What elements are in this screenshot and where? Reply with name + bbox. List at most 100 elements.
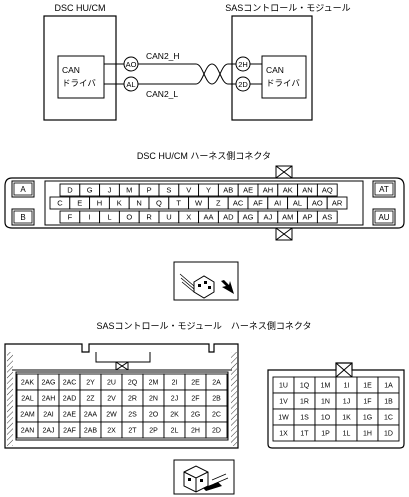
- pin-label: C: [57, 199, 63, 208]
- pin-label: AB: [223, 186, 233, 195]
- pin-cell: [377, 424, 400, 442]
- left-can-driver-line2: ドライバ: [62, 78, 96, 88]
- side-pin-outer: [11, 208, 35, 226]
- pin-label: 2AG: [41, 380, 55, 387]
- connector-pin: 2O: [142, 405, 165, 423]
- connector-pin: 1G: [356, 408, 379, 426]
- pin-label: 1K: [342, 415, 351, 422]
- pin-label: AD: [223, 213, 234, 222]
- pin-label: U: [166, 213, 171, 222]
- connector-pin: S: [158, 183, 180, 197]
- sas-connector-title: SASコントロール・モジュール ハーネス側コネクタ: [96, 320, 311, 331]
- pin-label: AC: [233, 199, 244, 208]
- pin-label: 2AK: [21, 380, 35, 387]
- connector-pin: 2AI: [37, 405, 60, 423]
- connector-pin: 2I: [163, 373, 186, 391]
- connector-pin: I: [79, 210, 101, 224]
- connector-pin: 2AA: [79, 405, 102, 423]
- connector-pin: 2S: [121, 405, 144, 423]
- sas-left-side-hatch-right: [231, 352, 237, 446]
- pin-label: 2W: [106, 412, 117, 419]
- pin-2d-label: 2D: [238, 80, 248, 89]
- side-pin-inner: [374, 210, 394, 224]
- connector-pin: 1A: [377, 376, 400, 394]
- side-pin-inner: [374, 182, 394, 196]
- left-can-driver-line1: CAN: [62, 65, 80, 75]
- connector-pin: 2AJ: [37, 421, 60, 439]
- pin-label: 1E: [363, 383, 372, 390]
- connector-pin: 2F: [184, 389, 207, 407]
- connector-pin: 1R: [293, 392, 316, 410]
- connector-pin: 2AN: [16, 421, 39, 439]
- connector-pin: R: [138, 210, 160, 224]
- pin-label: AS: [322, 213, 332, 222]
- pin-label: 1I: [344, 383, 350, 390]
- pin-cell: [326, 196, 348, 210]
- connector-pin: 1B: [377, 392, 400, 410]
- connector-pin: Y: [198, 183, 219, 197]
- pin-label: 1T: [300, 431, 309, 438]
- connector-pin: 2AC: [58, 373, 81, 391]
- pin-cell: [316, 183, 338, 197]
- can-high-label: CAN2_H: [146, 51, 180, 61]
- side-pin: AU: [372, 208, 396, 226]
- left-module-box: [43, 15, 117, 121]
- pin-ao-label: AO: [126, 60, 137, 69]
- connector-pin: 2AD: [58, 389, 81, 407]
- pin-label: G: [87, 186, 93, 195]
- pin-label: 2AH: [42, 396, 56, 403]
- pin-label: AK: [283, 186, 293, 195]
- side-pin-outer: [11, 180, 35, 198]
- connector-pin: K: [108, 196, 130, 210]
- connector-pin: AE: [237, 183, 259, 197]
- pin-label: 2K: [170, 412, 179, 419]
- connector-pin: AD: [217, 210, 239, 224]
- pin-label: 2J: [171, 396, 178, 403]
- sas-left-side-hatch-left: [7, 352, 13, 446]
- pin-label: 2M: [149, 380, 159, 387]
- side-pin-label: AT: [379, 185, 389, 194]
- sas-left-key-x2: [115, 361, 129, 371]
- connector-pin: 1F: [356, 392, 379, 410]
- pin-label: 2L: [171, 428, 179, 435]
- connector-pin: 2L: [163, 421, 186, 439]
- right-can-driver-box: [261, 55, 307, 99]
- pin-label: 2AB: [84, 428, 98, 435]
- connector-pin: 1N: [314, 392, 337, 410]
- connector-pin: 1L: [335, 424, 358, 442]
- side-pin: A: [11, 180, 35, 198]
- connector-pin: 2N: [142, 389, 165, 407]
- connector-pin: AF: [247, 196, 269, 210]
- pin-label: O: [126, 213, 132, 222]
- pin-label: 2AI: [43, 412, 54, 419]
- pin-label: 1D: [384, 431, 393, 438]
- pin-label: D: [67, 186, 73, 195]
- connector-pin: AC: [227, 196, 249, 210]
- pin-2h-label: 2H: [238, 60, 248, 69]
- plug-view-icon: [173, 261, 239, 301]
- connector-pin: 1V: [272, 392, 295, 410]
- pin-label: 1N: [321, 399, 330, 406]
- side-pin-outer: [372, 208, 396, 226]
- connector-pin: 2K: [163, 405, 186, 423]
- pin-label: AP: [302, 213, 312, 222]
- pin-label: E: [77, 199, 82, 208]
- connector-pin: 2AK: [16, 373, 39, 391]
- pin-label: 1O: [321, 415, 331, 422]
- connector-pin: X: [178, 210, 200, 224]
- pin-label: 1Q: [300, 383, 310, 390]
- connector-pin: 1M: [314, 376, 337, 394]
- connector-pin: 1H: [356, 424, 379, 442]
- connector-pin: 1O: [314, 408, 337, 426]
- pin-label: Y: [206, 186, 211, 195]
- left-module-title: DSC HU/CM: [55, 3, 106, 13]
- pin-label: 2H: [191, 428, 200, 435]
- connector-pin: O: [118, 210, 140, 224]
- connector-pin: 2AG: [37, 373, 60, 391]
- connector-pin: 1U: [272, 376, 295, 394]
- connector-pin: 2AM: [16, 405, 39, 423]
- pin-label: 2V: [107, 396, 116, 403]
- pin-label: AL: [293, 199, 302, 208]
- pin-label: H: [97, 199, 102, 208]
- connector-pin: G: [79, 183, 101, 197]
